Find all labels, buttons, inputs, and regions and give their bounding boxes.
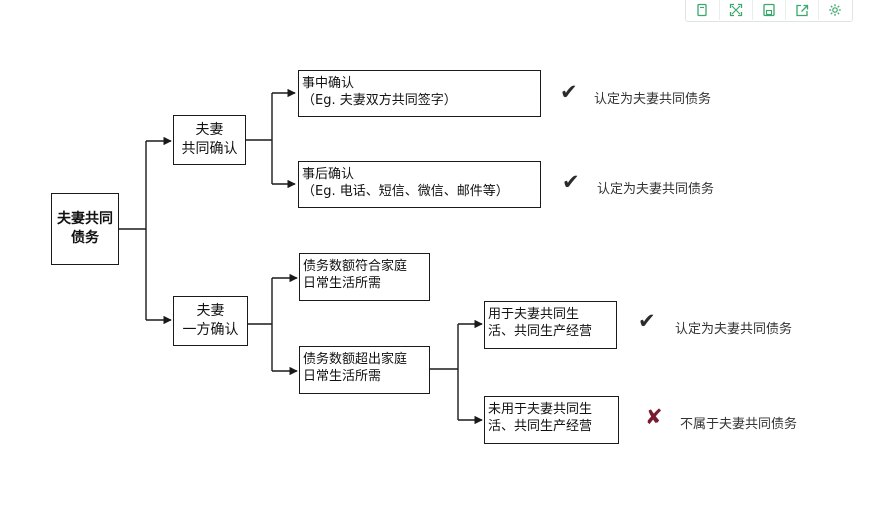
node-single-line1: 夫妻 <box>196 303 225 319</box>
fullscreen-button[interactable] <box>719 0 753 20</box>
check-mark-icon: ✔ <box>560 80 578 104</box>
check-mark-icon: ✔ <box>638 309 656 333</box>
cross-mark-icon: ✘ <box>645 405 663 429</box>
node-exceed-daily: 债务数额超出家庭 日常生活所需 <box>299 346 430 394</box>
save-icon <box>763 3 775 17</box>
settings-icon <box>829 4 841 16</box>
node-exceed-line2: 日常生活所需 <box>303 369 382 384</box>
node-after-confirm: 事后确认 （Eg. 电话、短信、微信、邮件等） <box>298 161 541 208</box>
share-icon <box>796 4 809 17</box>
toolbar <box>685 0 853 22</box>
node-exceed-line1: 债务数额超出家庭 <box>303 352 408 367</box>
node-unused-line2: 活、共同生产经营 <box>488 419 593 434</box>
check-mark-icon: ✔ <box>562 170 580 194</box>
node-joint-line2: 共同确认 <box>181 141 238 157</box>
result-used: 认定为夫妻共同债务 <box>675 322 793 337</box>
node-root-line1: 夫妻共同 <box>57 211 113 227</box>
node-used-joint: 用于夫妻共同生 活、共同生产经营 <box>484 301 617 349</box>
node-unused-joint: 未用于夫妻共同生 活、共同生产经营 <box>484 396 619 444</box>
node-joint-confirm: 夫妻 共同确认 <box>173 115 246 165</box>
result-after: 认定为夫妻共同债务 <box>597 182 715 197</box>
node-used-line2: 活、共同生产经营 <box>488 324 593 339</box>
node-single-confirm: 夫妻 一方确认 <box>173 296 248 346</box>
node-root-line2: 债务 <box>71 230 99 246</box>
node-within-line1: 债务数额符合家庭 <box>303 259 408 274</box>
node-during-line2: （Eg. 夫妻双方共同签字） <box>302 93 457 108</box>
copy-icon <box>697 3 707 17</box>
result-unused: 不属于夫妻共同债务 <box>680 417 798 432</box>
node-root: 夫妻共同 债务 <box>51 193 119 265</box>
result-during: 认定为夫妻共同债务 <box>594 92 712 107</box>
copy-button[interactable] <box>686 0 719 20</box>
fullscreen-icon <box>729 3 743 17</box>
node-after-line1: 事后确认 <box>302 167 355 182</box>
node-within-line2: 日常生活所需 <box>303 276 382 291</box>
node-used-line1: 用于夫妻共同生 <box>488 307 580 322</box>
node-during-line1: 事中确认 <box>302 76 355 91</box>
save-button[interactable] <box>752 0 786 20</box>
node-joint-line1: 夫妻 <box>195 122 224 138</box>
node-single-line2: 一方确认 <box>182 322 239 338</box>
node-during-confirm: 事中确认 （Eg. 夫妻双方共同签字） <box>298 70 541 117</box>
node-after-line2: （Eg. 电话、短信、微信、邮件等） <box>302 184 509 199</box>
share-button[interactable] <box>785 0 819 20</box>
node-unused-line1: 未用于夫妻共同生 <box>488 402 593 417</box>
node-within-daily: 债务数额符合家庭 日常生活所需 <box>299 253 430 301</box>
settings-button[interactable] <box>818 0 852 20</box>
